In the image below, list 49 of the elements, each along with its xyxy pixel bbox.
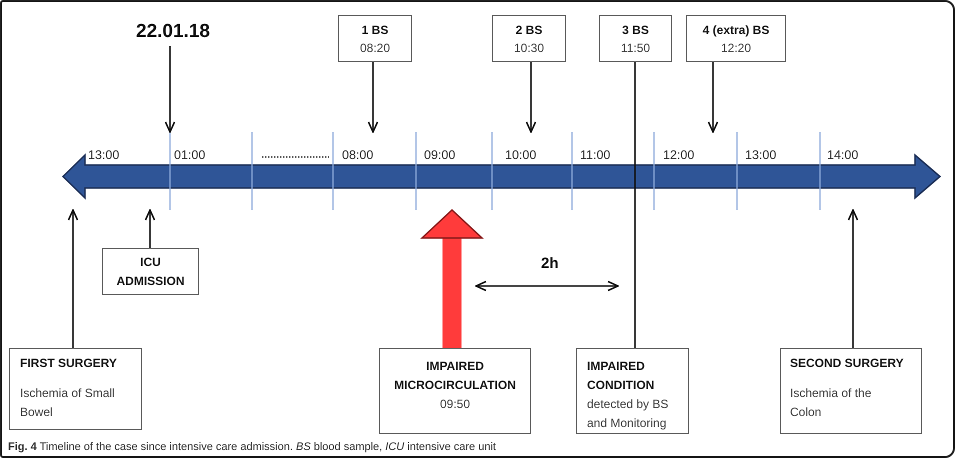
time-label: 14:00 — [827, 147, 858, 163]
event-title: ICU ADMISSION — [115, 254, 186, 290]
arrow — [368, 62, 378, 133]
event-title: IMPAIRED CONDITION — [587, 358, 656, 394]
event-time: 09:50 — [440, 396, 470, 413]
arrow — [68, 209, 78, 348]
time-label: 10:00 — [505, 147, 536, 163]
time-label: 12:00 — [663, 147, 694, 163]
event-box — [492, 15, 566, 62]
duration-label: 2h — [541, 256, 559, 272]
event-description: Ischemia of the Colon — [790, 385, 872, 421]
event-title: IMPAIRED MICROCIRCULATION — [393, 358, 517, 394]
event-box — [780, 348, 922, 434]
event-box — [102, 248, 199, 295]
event-title: SECOND SURGERY — [790, 355, 904, 372]
time-label: 11:00 — [580, 147, 610, 163]
sample-label: 4 (extra) BS — [702, 22, 770, 39]
time-label: 13:00 — [745, 147, 776, 163]
time-label: 09:00 — [424, 147, 456, 163]
sample-label: 1 BS — [362, 22, 388, 39]
arrow — [144, 209, 156, 248]
arrow — [708, 62, 718, 133]
block-arrow — [421, 209, 483, 348]
sample-time: 11:50 — [620, 40, 650, 57]
arrow — [526, 62, 536, 133]
date-label: 22.01.18 — [126, 18, 220, 46]
connector-line — [634, 62, 636, 132]
event-box — [576, 348, 689, 434]
event-title: FIRST SURGERY — [20, 355, 117, 372]
event-box — [599, 15, 672, 62]
arrow — [164, 46, 176, 133]
event-box — [686, 15, 786, 62]
sample-time: 08:20 — [360, 40, 390, 57]
event-box — [379, 348, 531, 434]
connector-line — [634, 210, 636, 348]
event-description: detected by BS and Monitoring — [587, 396, 670, 432]
sample-time: 10:30 — [514, 40, 544, 57]
sample-label: 2 BS — [516, 22, 542, 39]
time-label: 01:00 — [174, 147, 206, 163]
event-description: Ischemia of Small Bowel — [20, 385, 116, 421]
arrow — [848, 209, 858, 348]
sample-time: 12:20 — [720, 40, 752, 57]
figure-caption: Fig. 4 Timeline of the case since intensive care admission. BS blood sample, ICU intensive care unit — [8, 440, 496, 454]
event-box — [9, 348, 142, 430]
timeline-arrow — [60, 132, 944, 210]
time-label: 08:00 — [342, 147, 374, 163]
sample-label: 3 BS — [622, 22, 649, 39]
time-label: 13:00 — [88, 147, 120, 163]
event-box — [338, 15, 412, 62]
